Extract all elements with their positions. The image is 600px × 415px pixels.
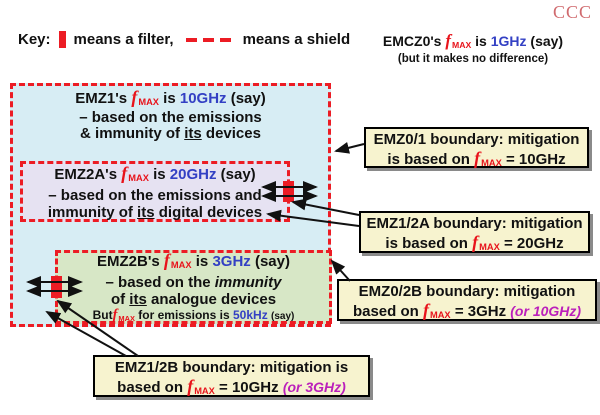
callout-emz0-1-line2: is based on fMAX = 10GHz [387,148,566,169]
legend-key: Key: means a filter, means a shield [18,31,350,48]
callout-arrow-emz0-2b [330,259,351,282]
callout-emz1-2b-line2: based on fMAX = 10GHz (or 3GHz) [117,376,346,397]
filter-icon-emz2b [51,276,62,298]
key-filter-text: means a filter, [73,31,174,48]
fmax-symbol: fMAX [121,163,149,184]
emz2b-line4: ButfMAX for emissions is 50kHz (say) [92,307,295,324]
fmax-symbol: fMAX [163,250,192,271]
fmax-symbol: fMAX [445,31,472,51]
callout-emz1-2a-line1: EMZ1/2A boundary: mitigation [366,215,583,232]
filter-icon-emz2a [283,181,294,202]
emcz0-line2: (but it makes no difference) [397,53,549,66]
filter-icon [58,31,66,48]
key-shield-text: means a shield [242,31,351,48]
emz2a-line2: – based on the emissions and [48,187,262,205]
emz2b-line2: – based on the immunity [105,274,282,292]
callout-emz0-2b: EMZ0/2B boundary: mitigation based on fM… [337,279,597,321]
emz1-line2: – based on the emissions [79,109,262,127]
emz1-label: EMZ1's fMAX is 10GHz (say) – based on th… [10,87,331,143]
key-label: Key: [18,31,51,48]
emz2b-line1: EMZ2B's fMAX is 3GHz (say) [97,250,290,271]
callout-emz1-2b-line1: EMZ1/2B boundary: mitigation is [114,359,349,376]
callout-emz1-2b: EMZ1/2B boundary: mitigation is based on… [93,355,370,397]
callout-arrow-emz0-1 [334,142,365,154]
emz1-line3: & immunity of its devices [80,125,261,143]
watermark-logo: CCC [552,2,592,22]
emz2a-line1: EMZ2A's fMAX is 20GHz (say) [54,163,256,184]
zone-emz2a [20,161,290,222]
emz2a-line3: immunity of its digital devices [47,204,263,222]
fmax-symbol: fMAX [131,87,159,108]
callout-emz0-2b-line1: EMZ0/2B boundary: mitigation [358,283,576,300]
fmax-symbol: fMAX [472,232,500,253]
fmax-symbol: fMAX [422,300,451,321]
callout-emz0-1-line1: EMZ0/1 boundary: mitigation [373,131,580,148]
emz2b-label: EMZ2B's fMAX is 3GHz (say) – based on th… [55,250,332,326]
fmax-symbol: fMAX [187,376,215,397]
callout-emz1-2a: EMZ1/2A boundary: mitigation is based on… [359,211,590,253]
callout-emz1-2a-line2: is based on fMAX = 20GHz [385,232,564,253]
emz1-line1: EMZ1's fMAX is 10GHz (say) [75,87,266,108]
emcz0-line1: EMCZ0's fMAX is 1GHz (say) [382,31,564,51]
fmax-symbol: fMAX [112,307,135,324]
emz2a-label: EMZ2A's fMAX is 20GHz (say) – based on t… [20,163,290,222]
callout-emz0-2b-line2: based on fMAX = 3GHz (or 10GHz) [352,300,582,321]
fmax-symbol: fMAX [474,148,502,169]
callout-emz0-1: EMZ0/1 boundary: mitigation is based on … [364,127,589,168]
shield-dash-icon [185,37,231,42]
emz2b-line3: of its analogue devices [110,291,277,309]
emcz0-note: EMCZ0's fMAX is 1GHz (say) (but it makes… [368,31,578,66]
